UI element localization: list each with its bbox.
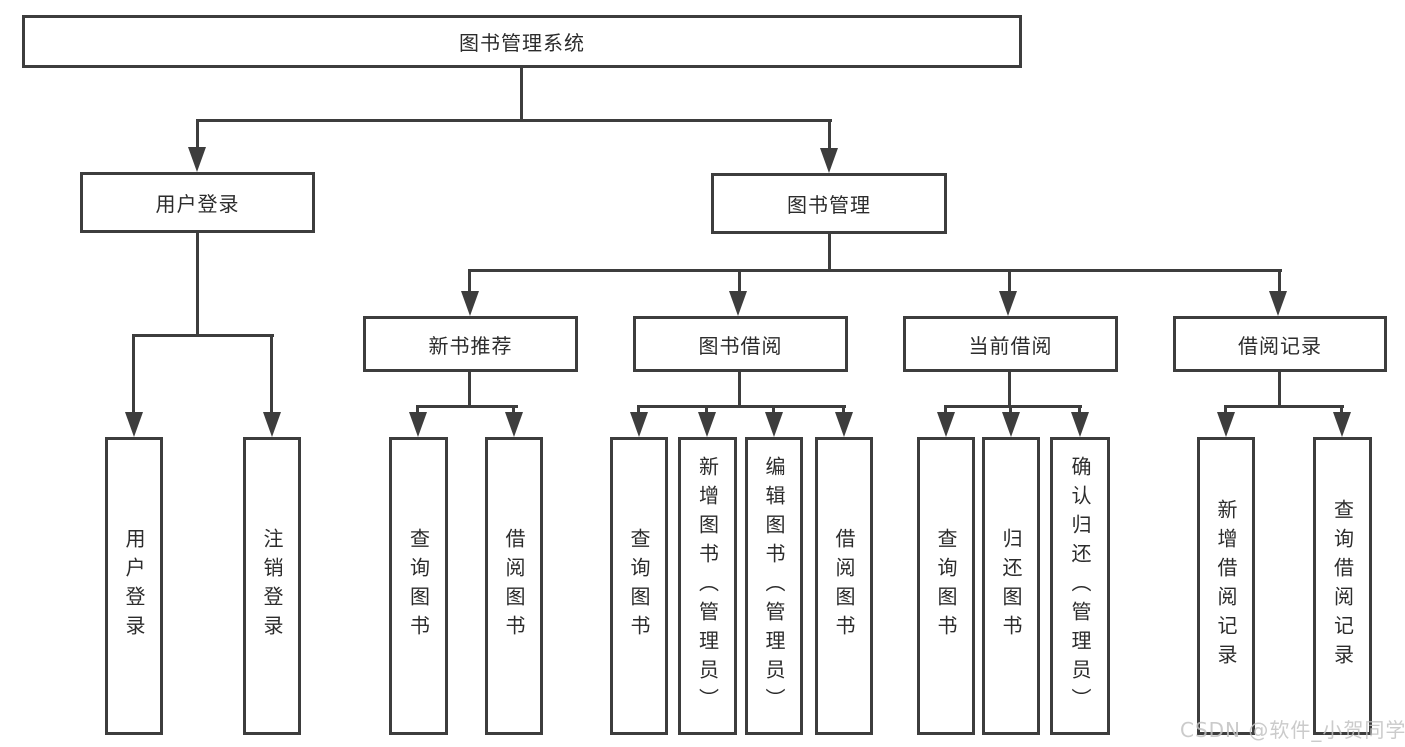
arrow-down-icon [765, 412, 783, 437]
arrow-down-icon [125, 412, 143, 437]
leaf-borrow-book-recommend-label: 借阅图书 [502, 528, 526, 644]
connector-vline [828, 234, 831, 272]
connector-vline [270, 337, 273, 414]
leaf-add-borrow-record: 新增借阅记录 [1197, 437, 1255, 735]
leaf-add-book-admin-label: 新增图书（管理员） [695, 455, 720, 717]
connector-vline [468, 272, 471, 293]
connector-vline [705, 408, 708, 414]
leaf-query-books-recommend-label: 查询图书 [406, 528, 431, 644]
connector-vline [196, 122, 199, 149]
connector-hline [416, 405, 518, 408]
connector-vline [520, 68, 523, 122]
leaf-query-books-recommend: 查询图书 [389, 437, 448, 735]
leaf-edit-book-admin-label: 编辑图书（管理员） [762, 455, 786, 717]
leaf-confirm-return-admin-label: 确认归还（管理员） [1068, 455, 1092, 717]
leaf-query-books-current: 查询图书 [917, 437, 975, 735]
arrow-down-icon [999, 291, 1017, 316]
leaf-query-books-borrow: 查询图书 [610, 437, 668, 735]
connector-hline [637, 405, 846, 408]
node-current-borrowing-label: 当前借阅 [968, 333, 1053, 358]
arrow-down-icon [820, 148, 838, 173]
arrow-down-icon [461, 291, 479, 316]
leaf-return-book-label: 归还图书 [999, 528, 1023, 644]
connector-vline [416, 408, 419, 414]
leaf-logout-label: 注销登录 [260, 528, 284, 644]
leaf-query-books-borrow-label: 查询图书 [627, 528, 651, 644]
arrow-down-icon [729, 291, 747, 316]
connector-vline [1078, 408, 1081, 414]
connector-vline [132, 337, 135, 414]
connector-hline [196, 119, 832, 122]
arrow-down-icon [409, 412, 427, 437]
arrow-down-icon [263, 412, 281, 437]
leaf-borrow-book: 借阅图书 [815, 437, 873, 735]
leaf-query-borrow-record: 查询借阅记录 [1313, 437, 1372, 735]
connector-vline [468, 372, 471, 408]
arrow-down-icon [835, 412, 853, 437]
connector-vline [772, 408, 775, 414]
node-root-label: 图书管理系统 [459, 31, 585, 55]
node-new-book-recommend: 新书推荐 [363, 316, 578, 372]
node-book-management-label: 图书管理 [787, 193, 871, 217]
leaf-user-login-label: 用户登录 [122, 528, 146, 644]
connector-vline [1278, 372, 1281, 408]
connector-vline [944, 408, 947, 414]
connector-vline [842, 408, 845, 414]
csdn-watermark: CSDN @软件_小贺同学 [1180, 718, 1405, 742]
node-book-borrowing: 图书借阅 [633, 316, 848, 372]
connector-hline [944, 405, 1082, 408]
node-book-borrowing-label: 图书借阅 [698, 333, 783, 358]
node-borrowing-records: 借阅记录 [1173, 316, 1387, 372]
connector-hline [468, 269, 1282, 272]
connector-vline [637, 408, 640, 414]
leaf-add-book-admin: 新增图书（管理员） [678, 437, 737, 735]
node-user-login: 用户登录 [80, 172, 315, 233]
connector-vline [738, 272, 741, 293]
connector-vline [196, 233, 199, 337]
arrow-down-icon [505, 412, 523, 437]
connector-vline [1278, 272, 1281, 293]
arrow-down-icon [1002, 412, 1020, 437]
connector-vline [512, 408, 515, 414]
arrow-down-icon [1071, 412, 1089, 437]
leaf-confirm-return-admin: 确认归还（管理员） [1050, 437, 1110, 735]
connector-hline [132, 334, 274, 337]
node-user-login-label: 用户登录 [155, 192, 240, 216]
node-root: 图书管理系统 [22, 15, 1022, 68]
leaf-edit-book-admin: 编辑图书（管理员） [745, 437, 803, 735]
arrow-down-icon [630, 412, 648, 437]
leaf-add-borrow-record-label: 新增借阅记录 [1214, 499, 1238, 673]
connector-vline [828, 122, 831, 150]
leaf-logout: 注销登录 [243, 437, 301, 735]
connector-vline [1008, 372, 1011, 408]
arrow-down-icon [698, 412, 716, 437]
leaf-query-borrow-record-label: 查询借阅记录 [1330, 499, 1355, 673]
node-new-book-recommend-label: 新书推荐 [428, 333, 513, 358]
leaf-query-books-current-label: 查询图书 [934, 528, 958, 644]
leaf-user-login: 用户登录 [105, 437, 163, 735]
leaf-return-book: 归还图书 [982, 437, 1040, 735]
node-current-borrowing: 当前借阅 [903, 316, 1118, 372]
connector-vline [1340, 408, 1343, 414]
leaf-borrow-book-label: 借阅图书 [832, 528, 856, 644]
arrow-down-icon [1217, 412, 1235, 437]
arrow-down-icon [1333, 412, 1351, 437]
node-borrowing-records-label: 借阅记录 [1238, 333, 1322, 358]
node-book-management: 图书管理 [711, 173, 947, 234]
leaf-borrow-book-recommend: 借阅图书 [485, 437, 543, 735]
connector-vline [1009, 408, 1012, 414]
arrow-down-icon [1269, 291, 1287, 316]
arrow-down-icon [188, 147, 206, 172]
connector-vline [738, 372, 741, 408]
connector-vline [1224, 408, 1227, 414]
connector-hline [1224, 405, 1344, 408]
connector-vline [1008, 272, 1011, 293]
arrow-down-icon [937, 412, 955, 437]
